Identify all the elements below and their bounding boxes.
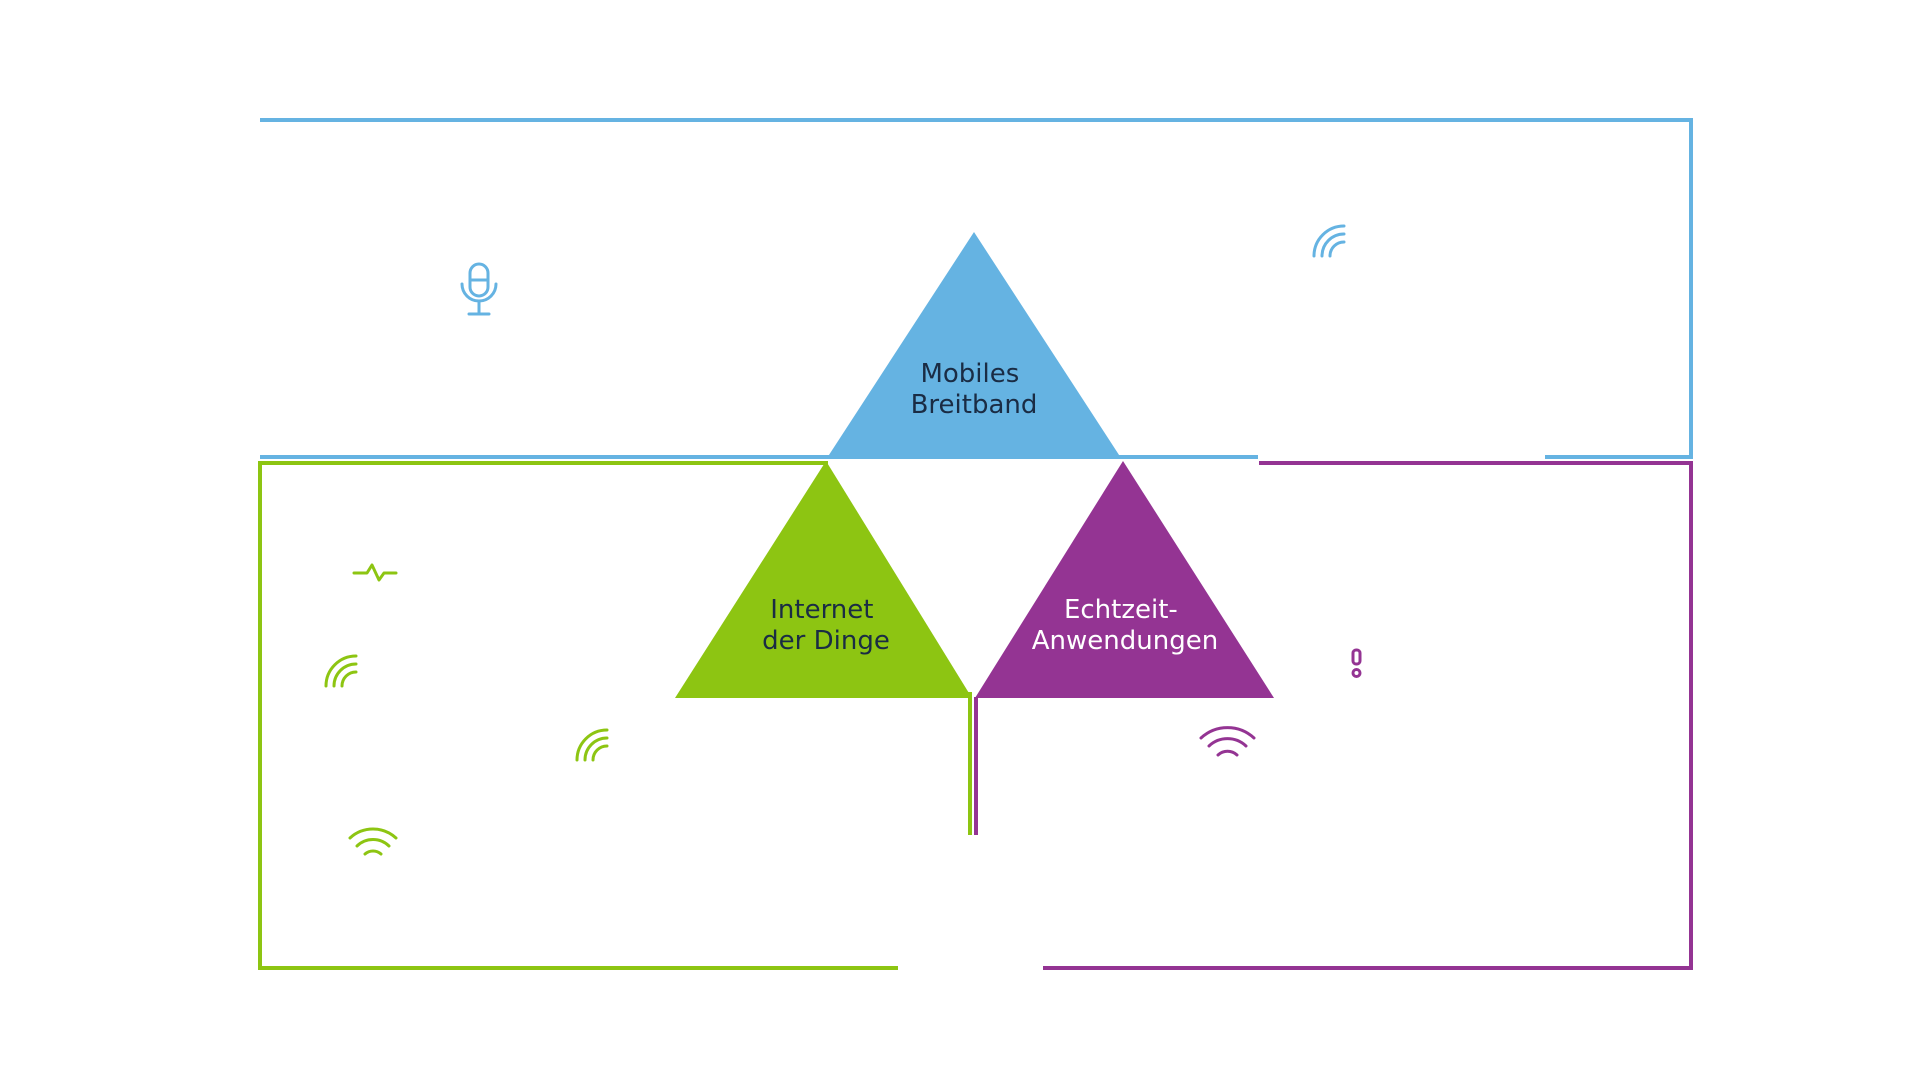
- realtime-frame: [974, 461, 1693, 970]
- iot-frame: [258, 461, 972, 970]
- exclamation-icon: [1351, 648, 1362, 678]
- mobile-broadband-triangle: [827, 232, 1121, 458]
- realtime-triangle: [975, 461, 1274, 698]
- signal-arc-icon: [1312, 224, 1346, 258]
- mobile-broadband-label: Mobiles Breitband: [911, 359, 1038, 420]
- realtime-label-line1: Echtzeit-: [1064, 595, 1178, 625]
- realtime-label-line2: Anwendungen: [1032, 626, 1218, 656]
- iot-label-line2: der Dinge: [762, 626, 890, 656]
- signal-arc-icon: [575, 728, 609, 762]
- microphone-icon: [460, 262, 498, 316]
- wifi-icon: [348, 827, 398, 856]
- iot-triangle: [675, 461, 972, 698]
- iot-label-line1: Internet: [770, 595, 873, 625]
- iot-label: Internet der Dinge: [762, 595, 890, 656]
- wifi-icon: [1199, 726, 1256, 757]
- heartbeat-icon: [352, 563, 398, 582]
- realtime-label: Echtzeit- Anwendungen: [1032, 595, 1218, 656]
- mobile-broadband-label-line1: Mobiles: [920, 359, 1019, 389]
- signal-arc-icon: [324, 654, 358, 688]
- mobile-broadband-label-line2: Breitband: [911, 390, 1038, 420]
